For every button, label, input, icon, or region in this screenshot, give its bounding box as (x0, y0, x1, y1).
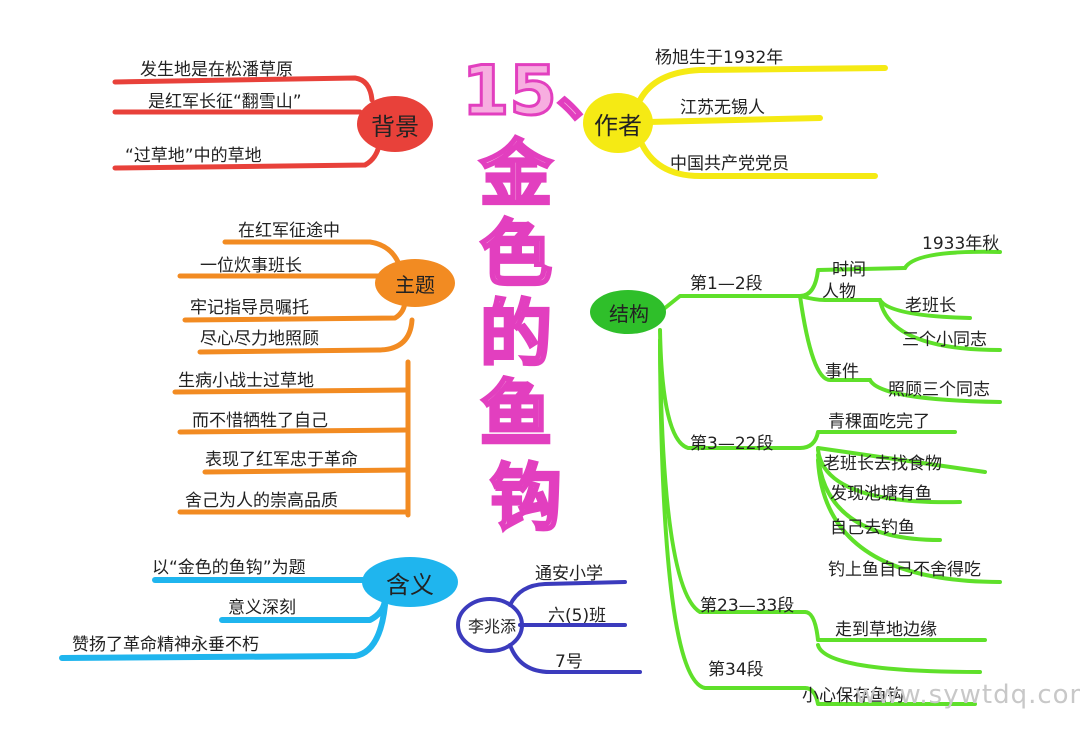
character-hub-blob (456, 597, 524, 653)
structure-item: 老班长 (905, 296, 956, 316)
title-number: 15、 (461, 52, 627, 131)
theme-hub-label: 主题 (395, 272, 435, 297)
theme-hub-blob (375, 259, 455, 307)
meaning-hub-blob (362, 557, 458, 607)
background-item: “过草地”中的草地 (125, 146, 262, 166)
title-char-3: 的 (478, 292, 553, 376)
structure-item: 自己去钓鱼 (830, 518, 915, 538)
background-item: 发生地是在松潘草原 (140, 60, 293, 80)
title-char-1: 金 (478, 132, 553, 216)
structure-group-label: 事件 (825, 362, 859, 382)
author-item: 中国共产党党员 (670, 154, 789, 174)
structure-hub-label: 结构 (609, 301, 649, 326)
background-hub-blob (357, 96, 433, 152)
background-item: 是红军长征“翻雪山” (148, 92, 302, 112)
structure-item: 老班长去找食物 (823, 454, 942, 474)
meaning-item: 意义深刻 (228, 598, 296, 618)
title-char-2: 色 (478, 212, 553, 296)
author-hub-blob (583, 93, 653, 153)
structure-item: 青稞面吃完了 (828, 412, 930, 432)
author-item: 杨旭生于1932年 (655, 48, 784, 68)
character-item: 六(5)班 (548, 606, 607, 626)
theme-item: 一位炊事班长 (200, 256, 302, 276)
structure-item: 照顾三个同志 (888, 380, 990, 400)
structure-item: 钓上鱼自己不舍得吃 (828, 560, 981, 580)
meaning-item: 以“金色的鱼钩”为题 (152, 558, 306, 578)
theme-item: 牢记指导员嘱托 (190, 298, 309, 318)
structure-hub-blob (590, 290, 666, 334)
title-char-5: 钩 (488, 456, 563, 540)
watermark: www.sywtdq.com (855, 680, 1080, 710)
structure-section-label: 第3—22段 (690, 434, 774, 454)
structure-item: 三个小同志 (902, 330, 987, 350)
structure-section-label: 第23—33段 (700, 596, 795, 616)
theme-item: 舍己为人的崇高品质 (185, 491, 338, 511)
structure-group-label: 时间 (832, 260, 866, 280)
character-item: 7号 (555, 652, 583, 672)
structure-item: 走到草地边缘 (835, 620, 937, 640)
character-hub-label: 李兆添 (467, 617, 516, 636)
author-branches (637, 65, 888, 179)
character-branches (508, 580, 642, 674)
structure-item: 小心保存鱼钩 (802, 686, 904, 706)
structure-item: 1933年秋 (922, 234, 1000, 254)
theme-item: 表现了红军忠于革命 (205, 450, 358, 470)
meaning-item: 赞扬了革命精神永垂不朽 (72, 635, 259, 655)
theme-branches (172, 239, 415, 518)
background-hub-label: 背景 (371, 112, 419, 141)
structure-section-label: 第1—2段 (690, 274, 763, 294)
structure-branches (658, 249, 1002, 706)
author-item: 江苏无锡人 (680, 98, 765, 118)
structure-section-label: 第34段 (708, 660, 764, 680)
structure-item: 发现池塘有鱼 (830, 484, 932, 504)
structure-group-label: 人物 (822, 282, 856, 302)
theme-item: 尽心尽力地照顾 (200, 329, 319, 349)
theme-item: 生病小战士过草地 (178, 371, 314, 391)
theme-item: 而不惜牺牲了自己 (192, 411, 328, 431)
theme-item: 在红军征途中 (238, 221, 340, 241)
title-char-4: 鱼 (478, 372, 553, 456)
author-hub-label: 作者 (594, 111, 642, 140)
meaning-hub-label: 含义 (386, 570, 434, 599)
character-item: 通安小学 (535, 564, 603, 584)
